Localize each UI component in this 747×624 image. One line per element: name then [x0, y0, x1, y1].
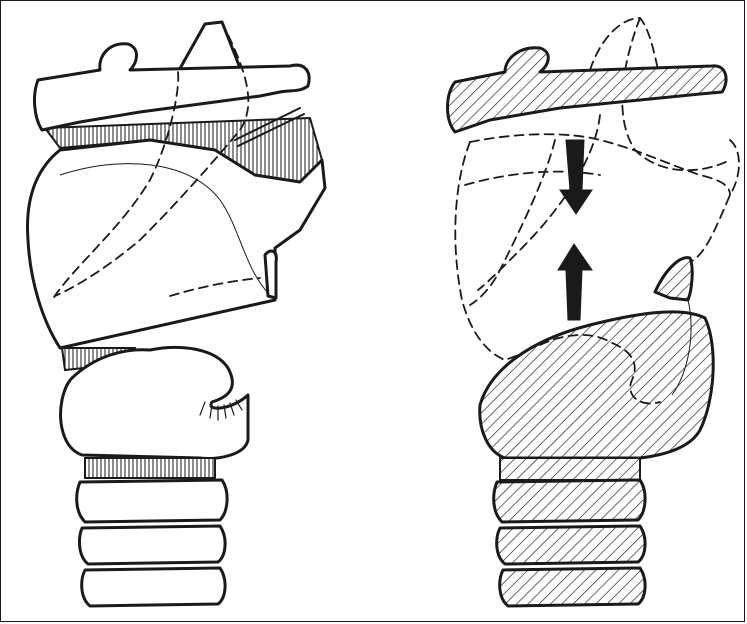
left-tracheal-ring-2	[80, 526, 226, 564]
left-cricoid-cartilage	[61, 347, 248, 458]
right-membrane-dashed-a	[470, 134, 730, 195]
right-hyoid-bone	[448, 48, 727, 132]
right-larynx-drawing	[448, 18, 740, 606]
left-tracheal-ring-3	[82, 568, 225, 606]
left-trachea-band	[85, 458, 215, 478]
arrow-down	[560, 140, 592, 214]
right-tracheal-ring-1	[494, 480, 645, 522]
left-inferior-horn	[265, 251, 276, 298]
right-inner-dashed-a	[470, 140, 555, 305]
right-tracheal-ring-3	[500, 568, 645, 606]
left-epiglottis	[178, 22, 240, 72]
right-inferior-horn	[655, 258, 692, 300]
right-tracheal-ring-2	[497, 526, 645, 564]
left-larynx-drawing	[27, 22, 325, 606]
arrow-up	[558, 244, 592, 320]
right-trachea-band	[500, 458, 640, 480]
left-tracheal-ring-1	[77, 480, 227, 522]
